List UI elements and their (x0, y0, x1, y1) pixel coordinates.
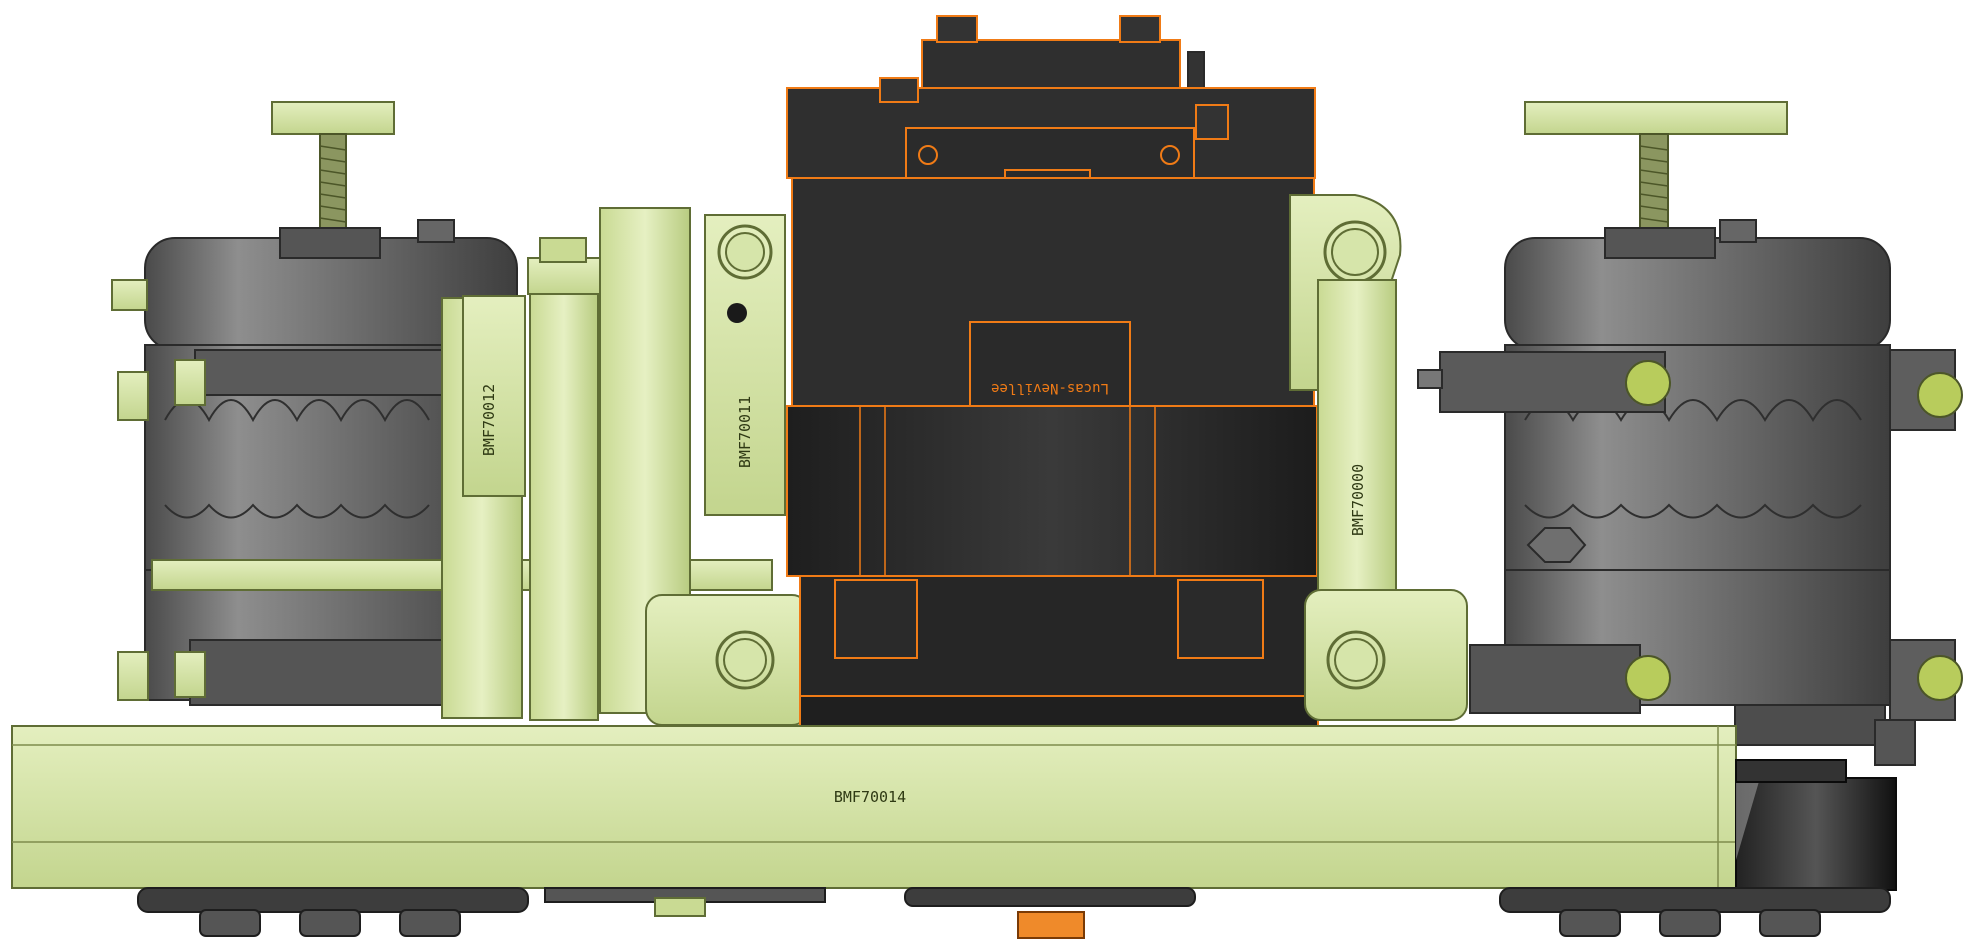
bracket-bmf70012 (462, 295, 526, 497)
base-plate-body (11, 725, 1737, 889)
right-compressor (1417, 101, 1963, 766)
motor: Lucas-Nevillee (786, 15, 1319, 939)
right-adjust-handle (1524, 101, 1788, 135)
left-adjust-handle (271, 101, 395, 135)
right-pulley (1735, 759, 1897, 891)
label-bmf70011: BMF70011 (736, 396, 754, 468)
motor-badge (969, 321, 1131, 407)
base-plate: BMF70014 (11, 725, 1737, 889)
label-bmf70012: BMF70012 (480, 384, 498, 456)
bottom-hardware (137, 887, 1891, 937)
right-motor-bracket: BMF70000 (1289, 194, 1468, 721)
label-bmf70014: BMF70014 (834, 788, 906, 806)
label-bmf70000: BMF70000 (1349, 464, 1367, 536)
left-brackets: BMF70012 BMF70011 (441, 207, 809, 726)
motor-badge-text: Lucas-Nevillee (991, 380, 1109, 396)
motor-stator (786, 405, 1318, 577)
